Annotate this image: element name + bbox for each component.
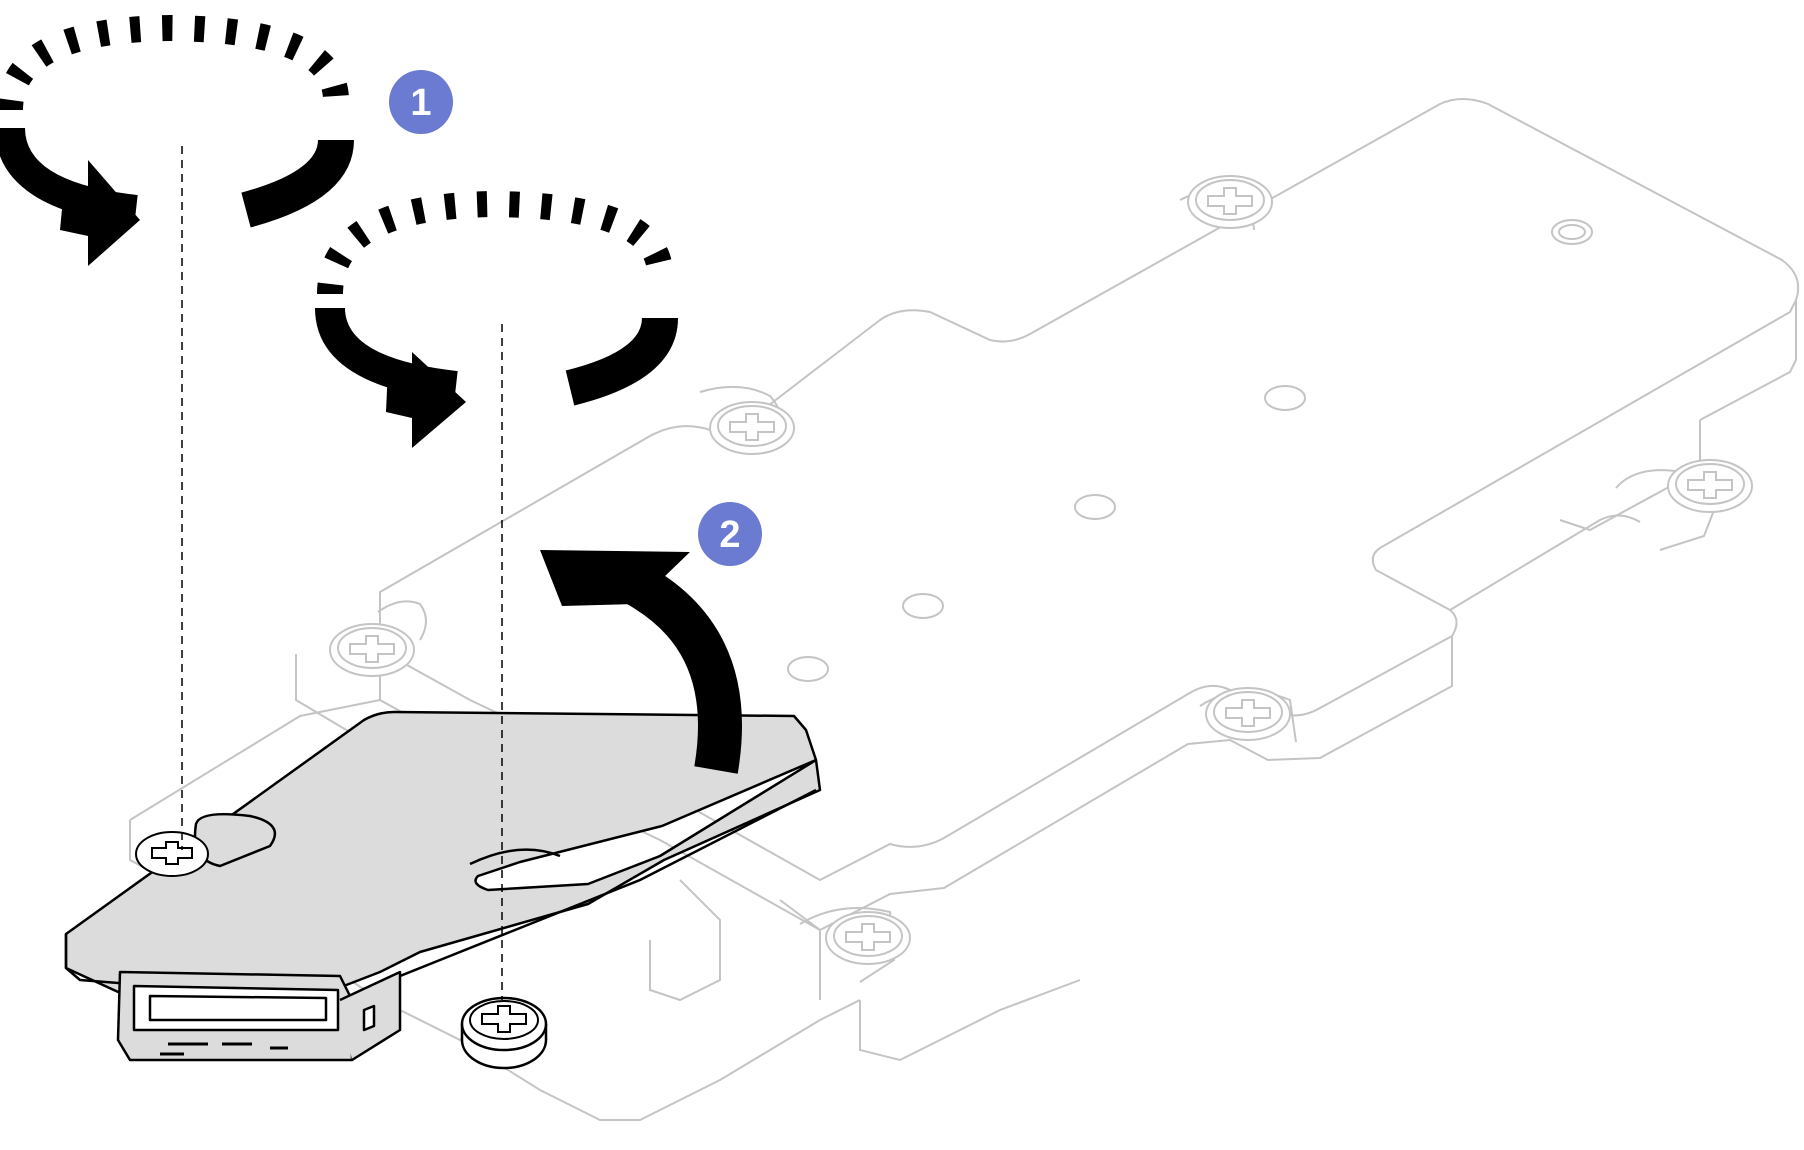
guide-lines — [181, 146, 503, 1000]
cross-screw-icon — [825, 911, 911, 965]
cross-screw-icon — [329, 623, 415, 677]
loose-screw — [460, 996, 548, 1070]
module-screw — [135, 831, 209, 877]
cross-screw-icon — [1205, 687, 1291, 741]
cross-screw-icon — [1667, 459, 1753, 513]
module-assembly — [64, 710, 822, 1062]
cross-screw-icon — [709, 401, 795, 455]
rotation-arrow-icon — [315, 190, 678, 448]
rotation-arrow-icon — [0, 14, 354, 266]
step-badge: 1 — [389, 70, 453, 134]
step-number: 2 — [719, 514, 740, 556]
cross-screw-icon — [1187, 175, 1273, 229]
step-badge: 2 — [698, 502, 762, 566]
step-number: 1 — [410, 82, 431, 124]
curved-lift-arrow-icon — [540, 550, 742, 774]
